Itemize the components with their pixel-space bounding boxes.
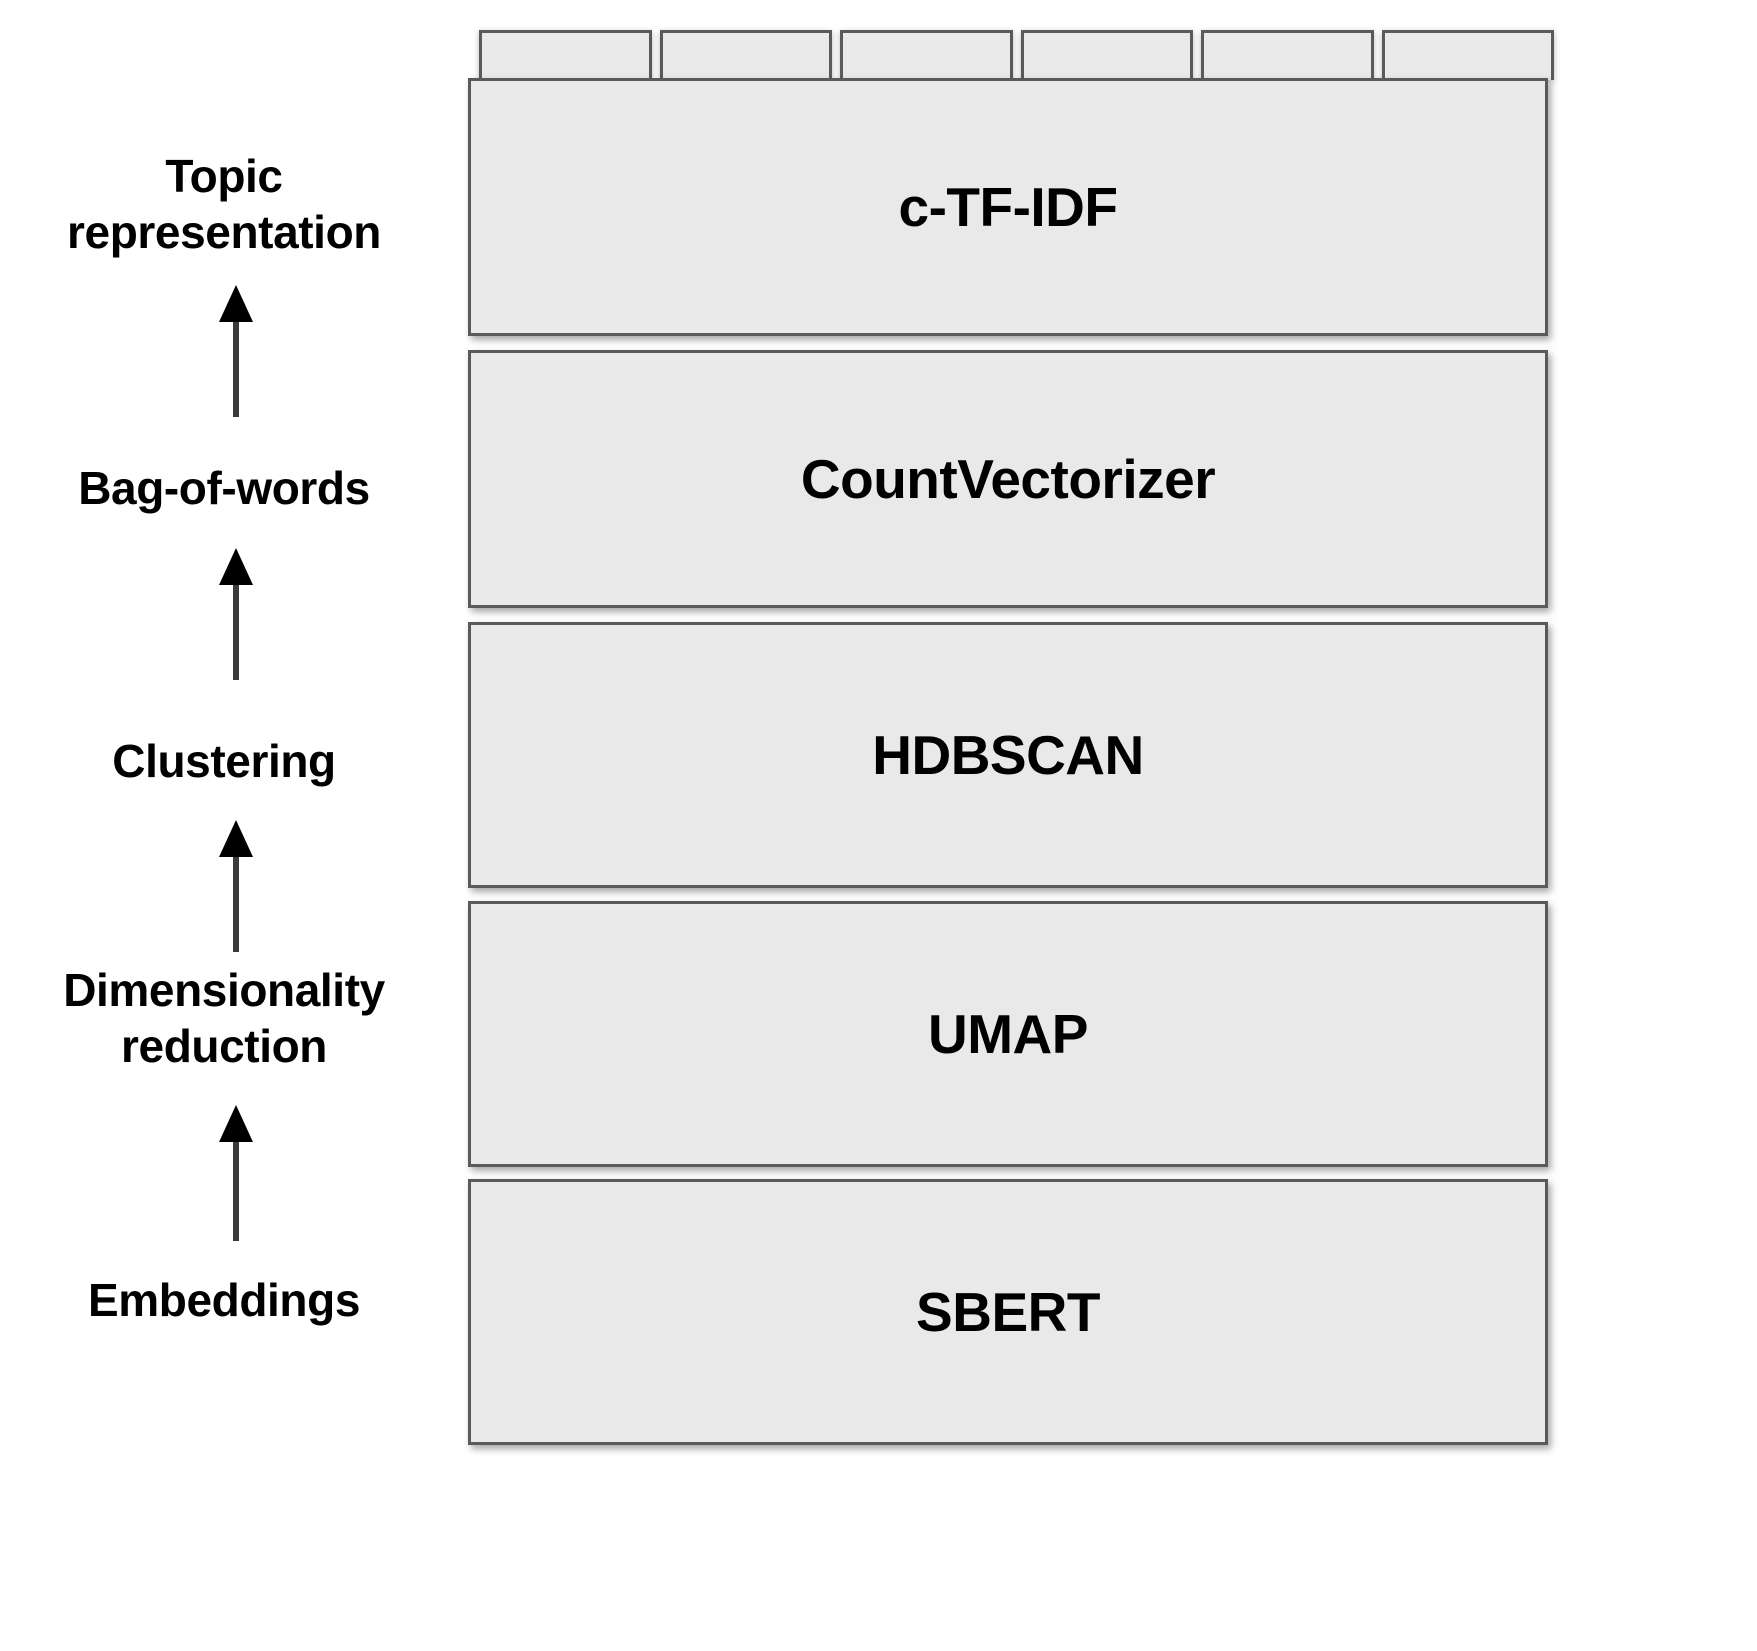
module-box-sbert[interactable]: SBERT [468, 1179, 1548, 1445]
stage-label-clustering: Clustering [0, 733, 448, 789]
stage-label-line-1: Bag-of-words [78, 462, 370, 514]
stage-label-line-1: Clustering [112, 735, 336, 787]
module-tab-2[interactable] [659, 30, 832, 80]
stage-label-bag-of-words: Bag-of-words [0, 460, 448, 516]
module-tab-5[interactable] [1201, 30, 1374, 80]
arrow-clustering-to-bagofwords [212, 548, 260, 680]
stage-label-line-1: Embeddings [87, 1274, 361, 1326]
stage-label-line-2: reduction [121, 1020, 327, 1073]
stage-label-line-1: Dimensionality [63, 964, 385, 1016]
module-box-hdbscan[interactable]: HDBSCAN [468, 622, 1548, 888]
module-box-c-tf-idf[interactable]: c-TF-IDF [468, 78, 1548, 336]
module-tab-1[interactable] [479, 30, 652, 80]
module-stack-column: c-TF-IDF CountVectorizer HDBSCAN UMAP SB… [462, 0, 1562, 1651]
stage-label-line-1: Topic [165, 150, 283, 202]
module-box-label: UMAP [928, 1003, 1088, 1065]
arrow-bagofwords-to-topicrepresentation [212, 285, 260, 417]
module-box-label: HDBSCAN [872, 724, 1144, 786]
module-box-label: c-TF-IDF [898, 176, 1118, 238]
module-tab-4[interactable] [1020, 30, 1193, 80]
module-tabs-row [479, 30, 1554, 80]
stage-label-embeddings: Embeddings [0, 1272, 448, 1328]
module-box-countvectorizer[interactable]: CountVectorizer [468, 350, 1548, 608]
pipeline-stage-label-column: Topic representation Bag-of-words Cluste… [0, 0, 448, 1651]
module-tab-3[interactable] [840, 30, 1013, 80]
stage-label-topic-representation: Topic representation [0, 148, 448, 260]
stage-label-line-2: representation [67, 206, 381, 259]
module-box-label: CountVectorizer [800, 448, 1216, 510]
module-tab-6[interactable] [1381, 30, 1554, 80]
module-box-umap[interactable]: UMAP [468, 901, 1548, 1167]
arrow-embeddings-to-dimensionality [212, 1105, 260, 1241]
stage-label-dimensionality-reduction: Dimensionality reduction [0, 962, 448, 1074]
arrow-dimensionality-to-clustering [212, 820, 260, 952]
module-box-label: SBERT [916, 1281, 1100, 1343]
